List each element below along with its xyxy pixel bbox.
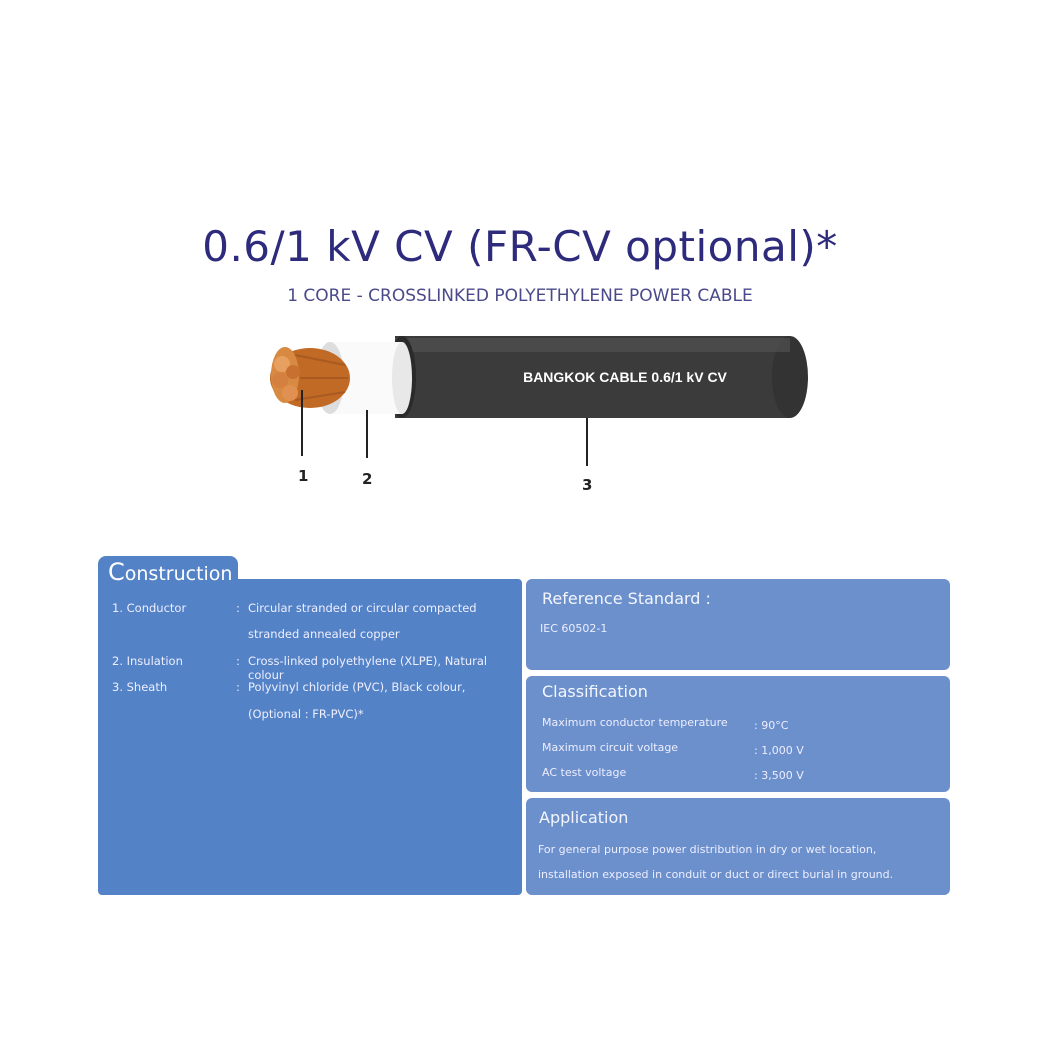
label-1: 1 — [298, 467, 309, 485]
max-temp-value: : 90°C — [754, 719, 789, 732]
insulation-value: Cross-linked polyethylene (XLPE), Natura… — [248, 654, 488, 682]
ac-test-value: : 3,500 V — [754, 769, 804, 782]
application-line-2: installation exposed in conduit or duct … — [538, 868, 894, 881]
reference-standard-panel: Reference Standard : IEC 60502-1 — [526, 579, 950, 670]
reference-value: IEC 60502-1 — [540, 622, 608, 635]
cable-illustration: BANGKOK CABLE 0.6/1 kV CV — [270, 336, 808, 418]
conductor-value-2: stranded annealed copper — [248, 627, 400, 641]
cable-sheath-end — [772, 336, 808, 418]
ac-test-label: AC test voltage — [542, 766, 627, 779]
heading-rest: onstruction — [124, 563, 233, 585]
max-temp-label: Maximum conductor temperature — [542, 716, 728, 729]
cable-print: BANGKOK CABLE 0.6/1 kV CV — [523, 369, 727, 385]
label-2: 2 — [362, 470, 373, 488]
reference-heading: Reference Standard : — [542, 589, 711, 608]
application-heading: Application — [539, 808, 629, 827]
heading-initial: C — [108, 558, 125, 586]
conductor-label: 1. Conductor — [112, 601, 187, 615]
leader-line-3 — [586, 418, 588, 466]
classification-heading: Classification — [542, 682, 648, 701]
separator: : — [236, 680, 240, 694]
label-3: 3 — [582, 476, 593, 494]
separator: : — [236, 601, 240, 615]
max-voltage-label: Maximum circuit voltage — [542, 741, 679, 754]
construction-panel: 1. Conductor : Circular stranded or circ… — [98, 579, 522, 895]
page-subtitle: 1 CORE - CROSSLINKED POLYETHYLENE POWER … — [287, 286, 753, 306]
application-line-1: For general purpose power distribution i… — [538, 843, 877, 856]
classification-panel: Classification Maximum conductor tempera… — [526, 676, 950, 792]
copper-conductor — [270, 347, 350, 408]
page-title: 0.6/1 kV CV (FR-CV optional)* — [202, 222, 838, 271]
sheath-value-1: Polyvinyl chloride (PVC), Black colour, — [248, 680, 466, 694]
leader-line-1 — [301, 390, 303, 456]
sheath-value-2: (Optional : FR-PVC)* — [248, 707, 364, 721]
max-voltage-value: : 1,000 V — [754, 744, 804, 757]
sheath-label: 3. Sheath — [112, 680, 168, 694]
construction-heading: Construction — [98, 556, 238, 586]
conductor-value-1: Circular stranded or circular compacted — [248, 601, 477, 615]
separator: : — [236, 654, 240, 668]
leader-line-2 — [366, 410, 368, 458]
application-panel: Application For general purpose power di… — [526, 798, 950, 895]
insulation-label: 2. Insulation — [112, 654, 183, 668]
